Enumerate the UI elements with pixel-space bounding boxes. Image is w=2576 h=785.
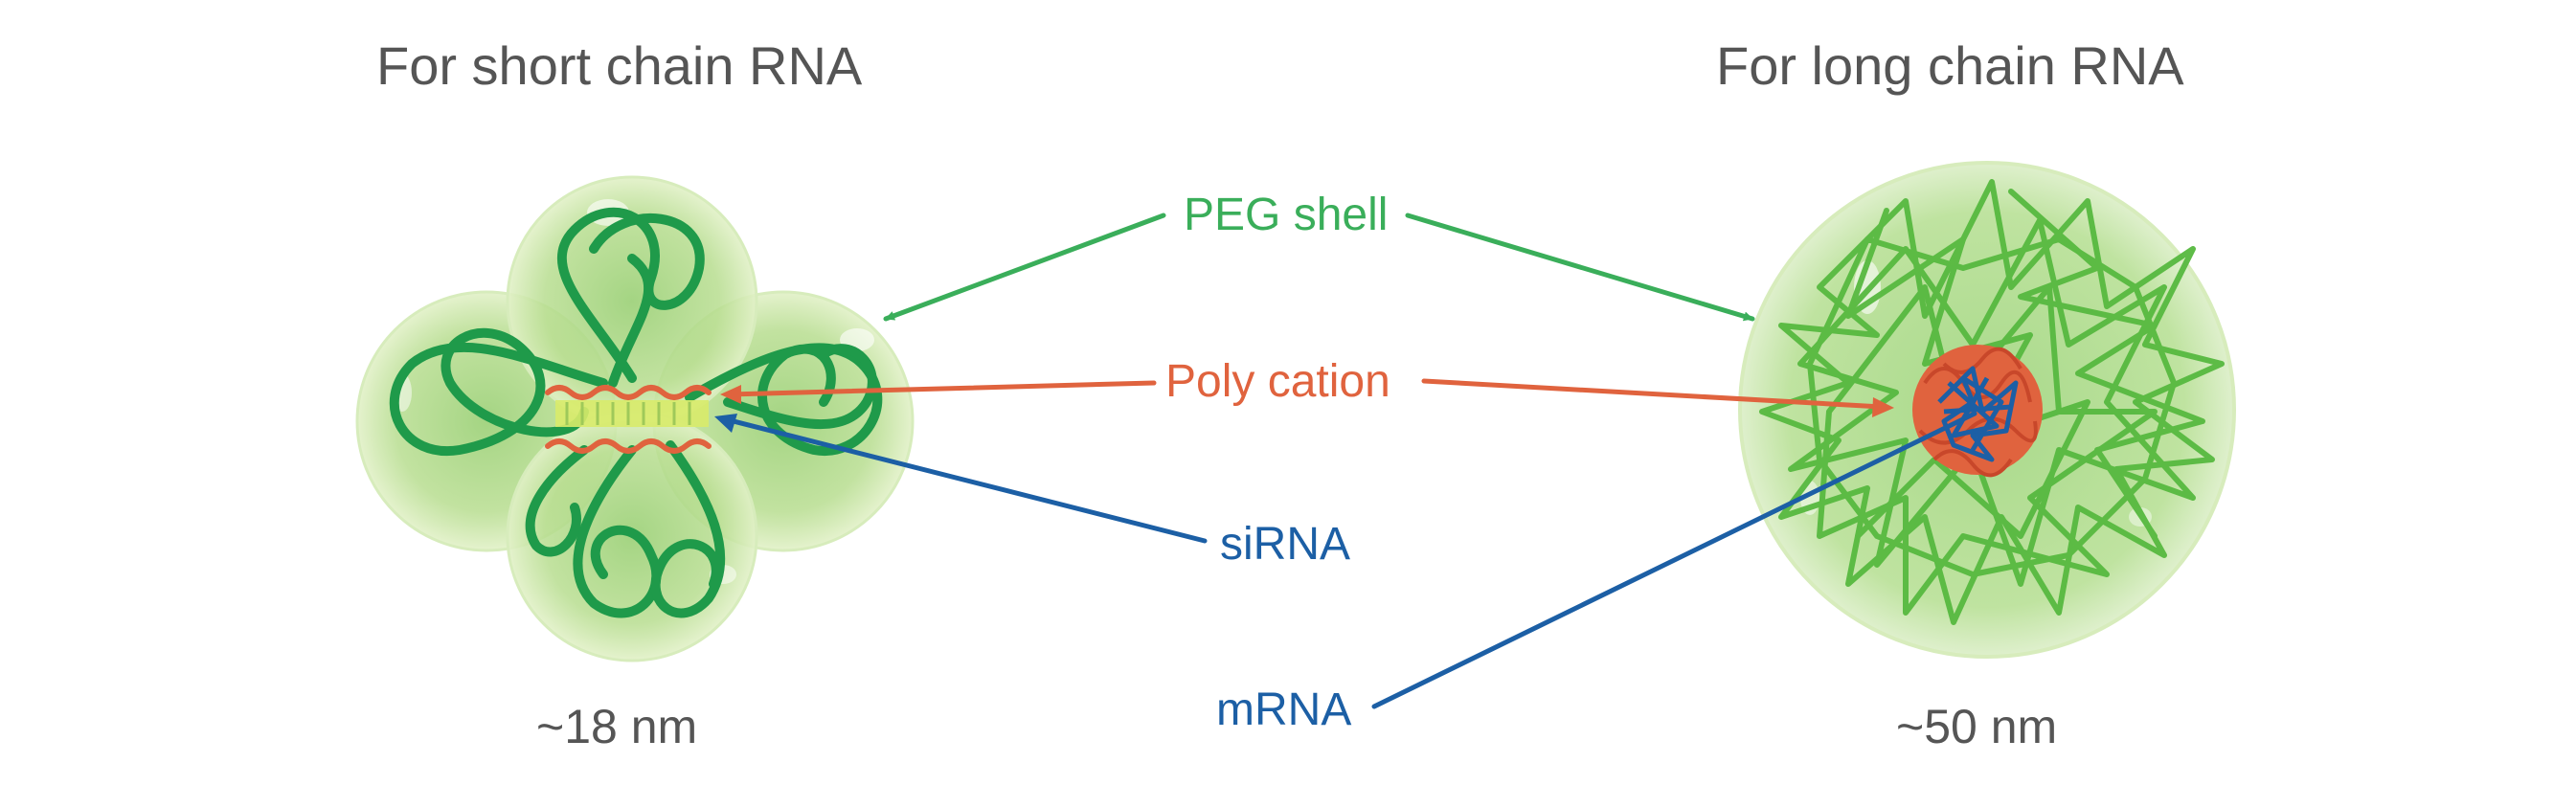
short-size-label: ~18 nm [536, 700, 698, 753]
peg-shell-pointer-right [1405, 213, 1755, 322]
peg-shell-pointer-left [883, 213, 1166, 322]
poly-cation-label: Poly cation [1165, 356, 1390, 407]
sirna-pointer [723, 416, 1208, 544]
peg-shell-label: PEG shell [1184, 190, 1389, 240]
poly-cation-pointer-left [725, 380, 1157, 397]
short-chain-title: For short chain RNA [376, 35, 863, 96]
polycation-strands-short [545, 385, 712, 454]
mrna-label: mRNA [1216, 684, 1352, 735]
pointer-lines [714, 213, 1977, 709]
mrna-pointer [1371, 411, 1977, 709]
sirna-core [555, 400, 709, 427]
sirna-label: siRNA [1220, 519, 1351, 570]
long-chain-title: For long chain RNA [1716, 35, 2184, 96]
peg-chains-short [389, 207, 883, 618]
long-chain-particle [1738, 161, 2236, 659]
long-size-label: ~50 nm [1896, 700, 2058, 753]
mrna-core [1937, 366, 2019, 462]
short-chain-particle [355, 175, 915, 662]
poly-cation-pointer-right [1421, 378, 1885, 410]
